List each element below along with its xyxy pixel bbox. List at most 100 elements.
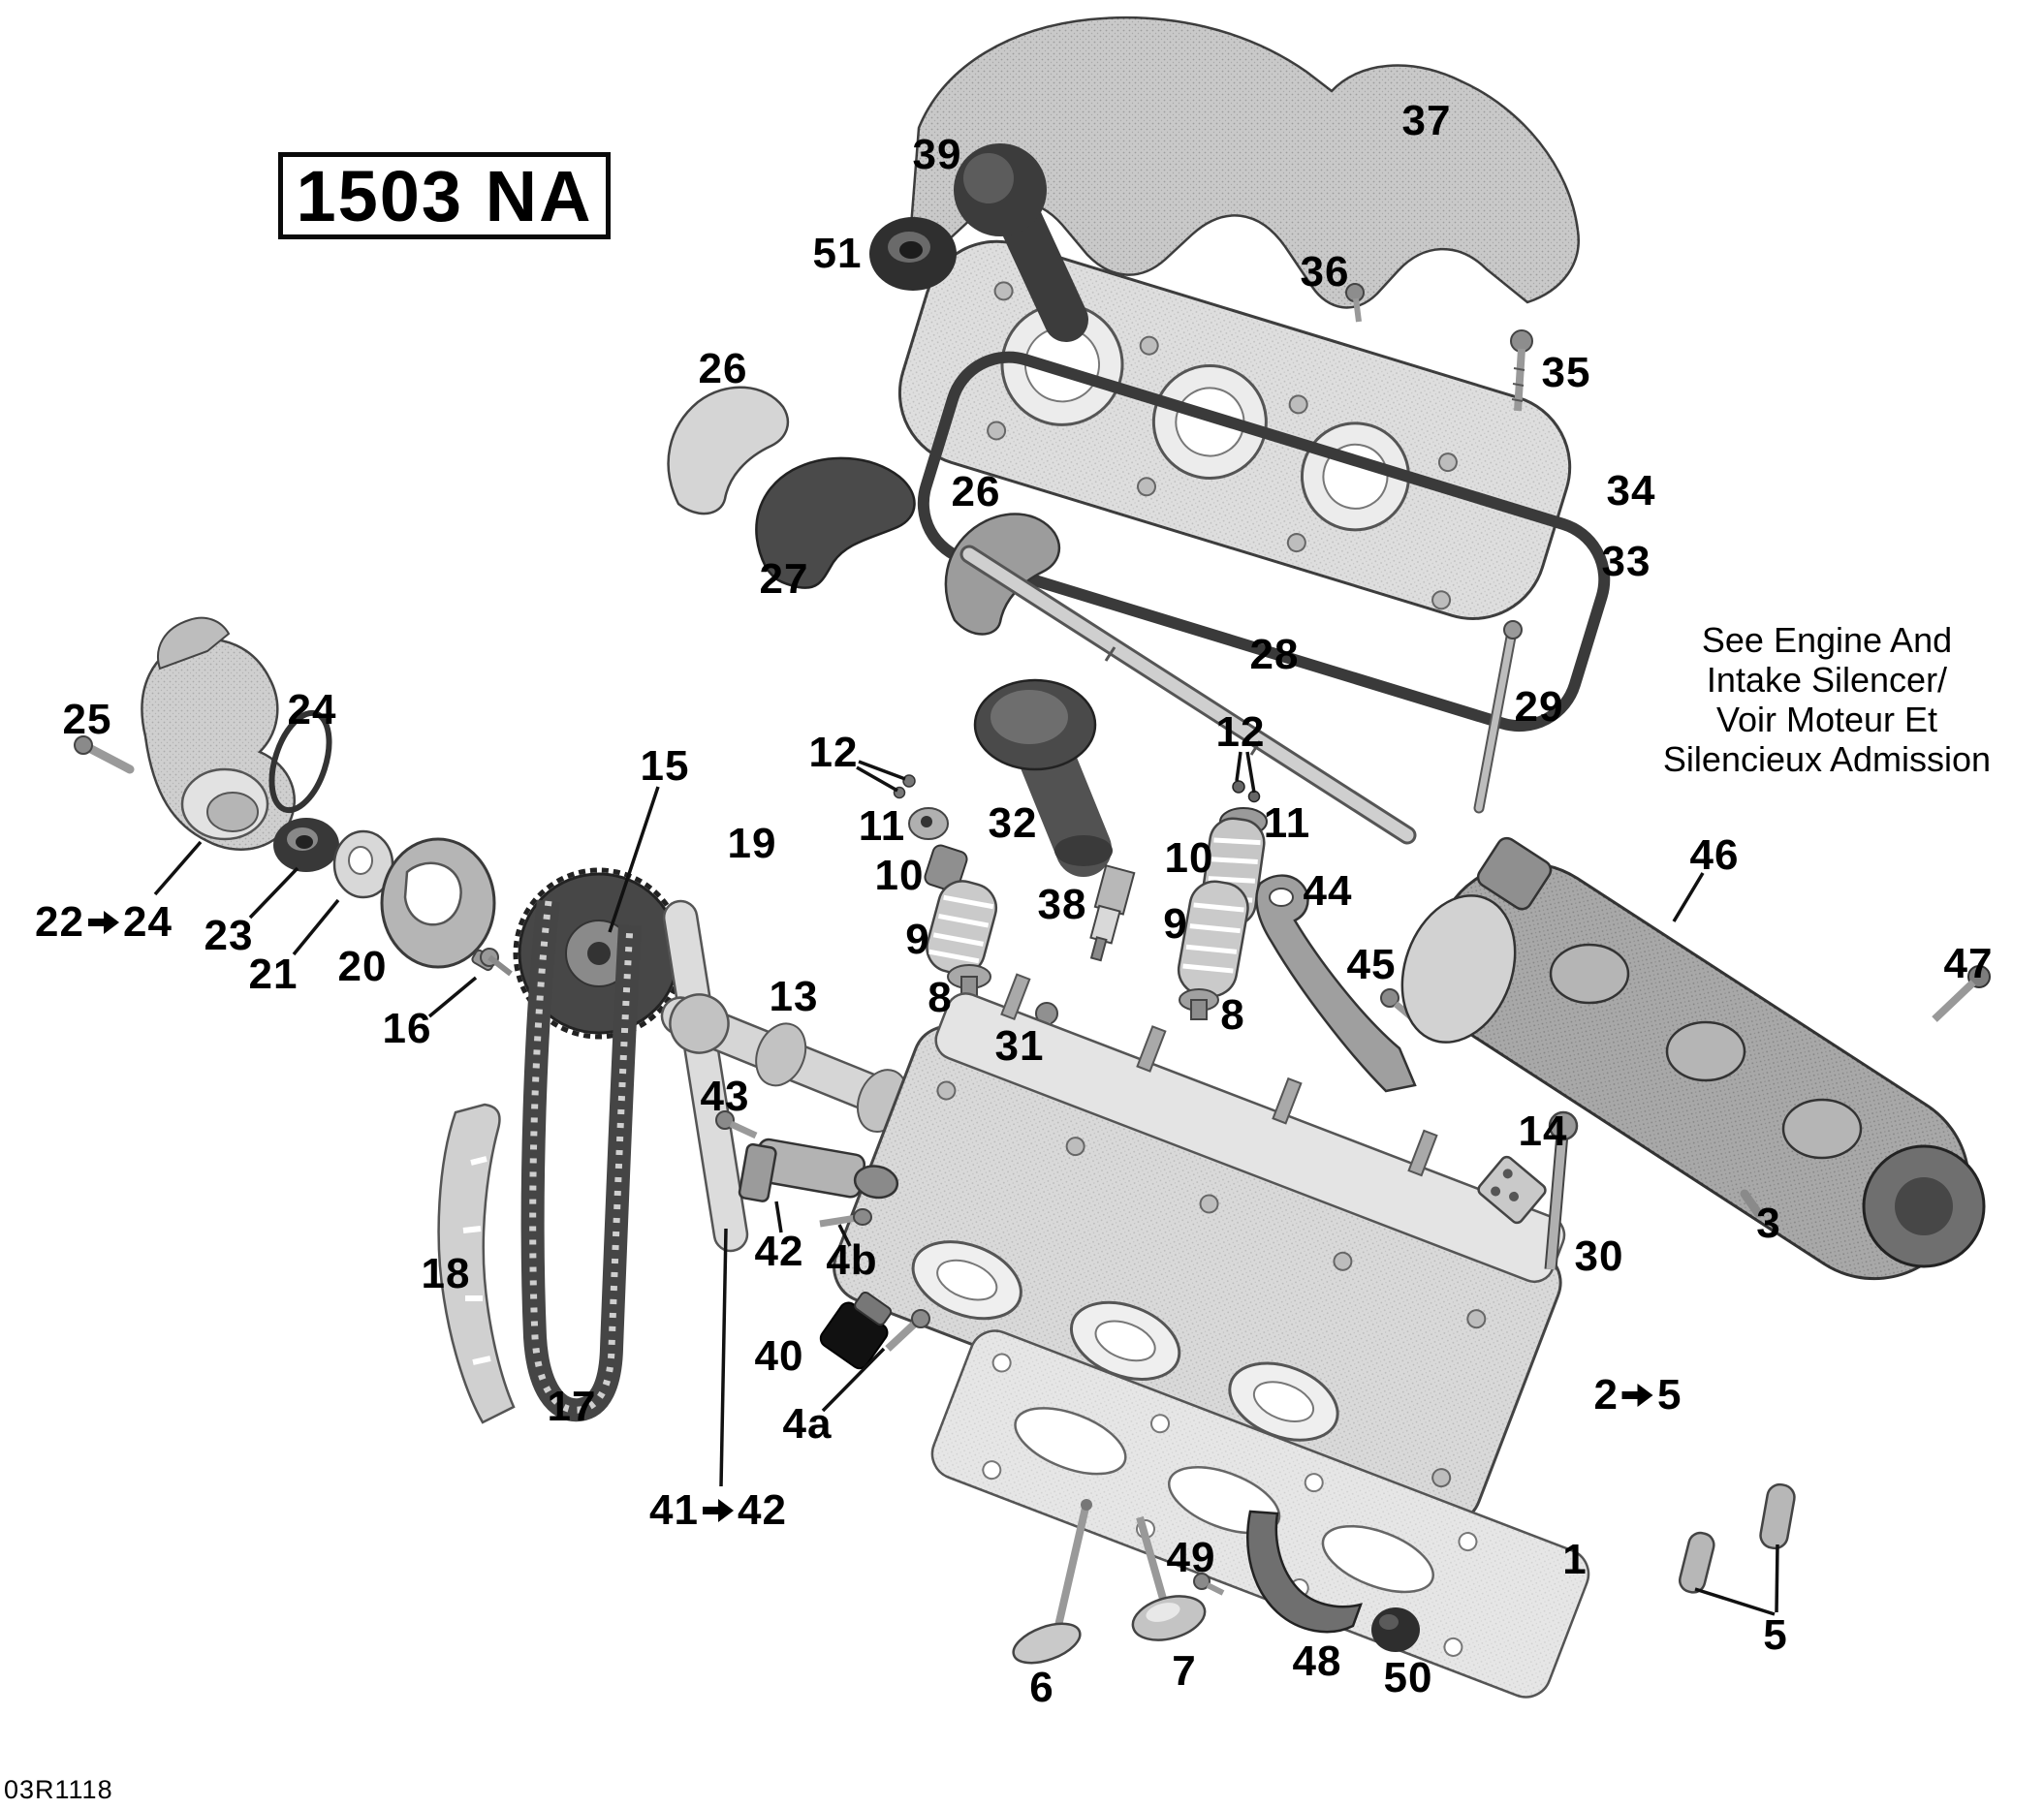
part-label-33: 33 bbox=[1601, 538, 1651, 585]
intake-valve bbox=[1131, 1515, 1207, 1641]
part-label-49: 49 bbox=[1166, 1534, 1216, 1581]
range-arrow-icon bbox=[1622, 1384, 1653, 1407]
spark-plug-tube bbox=[954, 143, 1088, 342]
part-label-45: 45 bbox=[1346, 941, 1397, 988]
camshaft-sensor bbox=[738, 1138, 899, 1202]
leader-line-12 bbox=[837, 1224, 852, 1247]
tensioner-guide bbox=[662, 899, 749, 1253]
note-line-4: Silencieux Admission bbox=[1662, 739, 1992, 779]
oil-plug-40 bbox=[819, 1291, 893, 1370]
part-label-8: 8 bbox=[928, 974, 953, 1021]
part-label-8-2: 8 bbox=[1220, 991, 1245, 1039]
part-label-11: 11 bbox=[858, 802, 906, 850]
document-code: 03R1118 bbox=[4, 1775, 113, 1804]
valve-spring-left bbox=[926, 880, 998, 976]
part-label-40: 40 bbox=[754, 1332, 804, 1380]
note-line-2: Intake Silencer/ bbox=[1706, 660, 1948, 700]
spark-plug bbox=[1089, 864, 1136, 962]
part-label-44: 44 bbox=[1303, 867, 1353, 915]
lifting-bracket bbox=[1255, 874, 1417, 1093]
part-label-10-2: 10 bbox=[874, 852, 925, 899]
part-label-5: 5 bbox=[1763, 1611, 1788, 1659]
pump-seal bbox=[273, 818, 339, 872]
head-stud-b bbox=[1759, 1482, 1796, 1550]
encoder-rotor bbox=[380, 837, 496, 972]
part-label-17: 17 bbox=[547, 1383, 597, 1430]
part-label-1: 1 bbox=[1562, 1536, 1588, 1583]
part-label-23: 23 bbox=[204, 912, 254, 959]
leader-line-10 bbox=[1672, 872, 1705, 922]
part-label-39: 39 bbox=[912, 131, 962, 178]
rocker-arm-center bbox=[755, 456, 916, 589]
part-label-9-2: 9 bbox=[905, 916, 930, 963]
leader-line-11 bbox=[774, 1201, 783, 1233]
manifold-bolt bbox=[1932, 965, 1991, 1022]
valve-spring-outer-right bbox=[1177, 880, 1249, 998]
sensor-bolt-4b bbox=[819, 1208, 872, 1228]
head-stud-a bbox=[1678, 1531, 1715, 1594]
part-label-4b: 4b bbox=[826, 1236, 878, 1284]
part-label-48: 48 bbox=[1292, 1637, 1342, 1685]
part-label-32: 32 bbox=[988, 799, 1038, 847]
part-label-36: 36 bbox=[1300, 248, 1350, 296]
part-label-24: 24 bbox=[287, 686, 337, 733]
leader-line-4 bbox=[248, 866, 299, 920]
part-label-14: 14 bbox=[1518, 1107, 1568, 1155]
part-label-26-2: 26 bbox=[951, 468, 1001, 515]
part-label-25: 25 bbox=[62, 696, 112, 743]
part-label-37: 37 bbox=[1401, 97, 1452, 144]
engine-model-text: 1503 NA bbox=[296, 155, 593, 236]
part-label-26: 26 bbox=[698, 345, 748, 392]
exhaust-manifold bbox=[1400, 836, 1986, 1281]
timing-chain bbox=[520, 899, 642, 1422]
dowel-pin bbox=[1740, 1189, 1763, 1218]
part-label-15: 15 bbox=[640, 742, 690, 790]
part-label-29: 29 bbox=[1514, 683, 1564, 731]
leader-line-7 bbox=[856, 765, 898, 793]
pump-plate bbox=[332, 829, 394, 899]
part-label-3: 3 bbox=[1756, 1200, 1781, 1247]
exhaust-valve bbox=[1012, 1499, 1092, 1665]
leader-line-1 bbox=[608, 786, 660, 933]
rocker-shaft bbox=[959, 545, 1417, 845]
cover-screw bbox=[1345, 283, 1365, 323]
leader-line-14 bbox=[821, 1347, 886, 1413]
part-label-10: 10 bbox=[1164, 834, 1214, 882]
part-label-12: 12 bbox=[1215, 708, 1266, 756]
o-ring bbox=[268, 709, 332, 814]
part-label-35: 35 bbox=[1541, 349, 1591, 396]
leader-line-8 bbox=[1235, 751, 1242, 782]
part-label-31: 31 bbox=[994, 1022, 1045, 1070]
part-label-12-2: 12 bbox=[808, 729, 859, 776]
water-pump-bolt bbox=[74, 735, 135, 774]
part-label-19: 19 bbox=[727, 820, 777, 867]
rotor-bolt bbox=[480, 948, 513, 977]
water-pump-housing bbox=[141, 616, 297, 851]
leader-line-3 bbox=[153, 840, 203, 896]
part-label-34: 34 bbox=[1606, 467, 1656, 515]
cross-reference-note: See Engine And Intake Silencer/ Voir Mot… bbox=[1663, 620, 1991, 779]
range-arrow-icon bbox=[88, 911, 119, 934]
part-label-11-2: 11 bbox=[1263, 799, 1311, 847]
part-label-38: 38 bbox=[1037, 881, 1087, 928]
part-label-18: 18 bbox=[421, 1250, 471, 1297]
spring-seat-right bbox=[1179, 988, 1219, 1020]
part-label-43: 43 bbox=[700, 1073, 750, 1120]
leader-line-13 bbox=[719, 1228, 728, 1487]
leader-line-16 bbox=[1694, 1587, 1776, 1616]
head-bolt-30 bbox=[1544, 1110, 1579, 1270]
part-label-28: 28 bbox=[1249, 631, 1300, 678]
part-label-4a: 4a bbox=[782, 1400, 833, 1448]
cover-bolt bbox=[1510, 329, 1533, 412]
part-label-47: 47 bbox=[1943, 940, 1994, 987]
part-label-7: 7 bbox=[1172, 1647, 1197, 1695]
part-label-13: 13 bbox=[769, 973, 819, 1020]
lower-plug-tube bbox=[973, 678, 1113, 877]
part-label-6: 6 bbox=[1029, 1664, 1054, 1711]
part-label-46: 46 bbox=[1689, 831, 1740, 879]
part-label-42: 42 bbox=[754, 1228, 804, 1275]
tube-grommet bbox=[869, 217, 957, 291]
